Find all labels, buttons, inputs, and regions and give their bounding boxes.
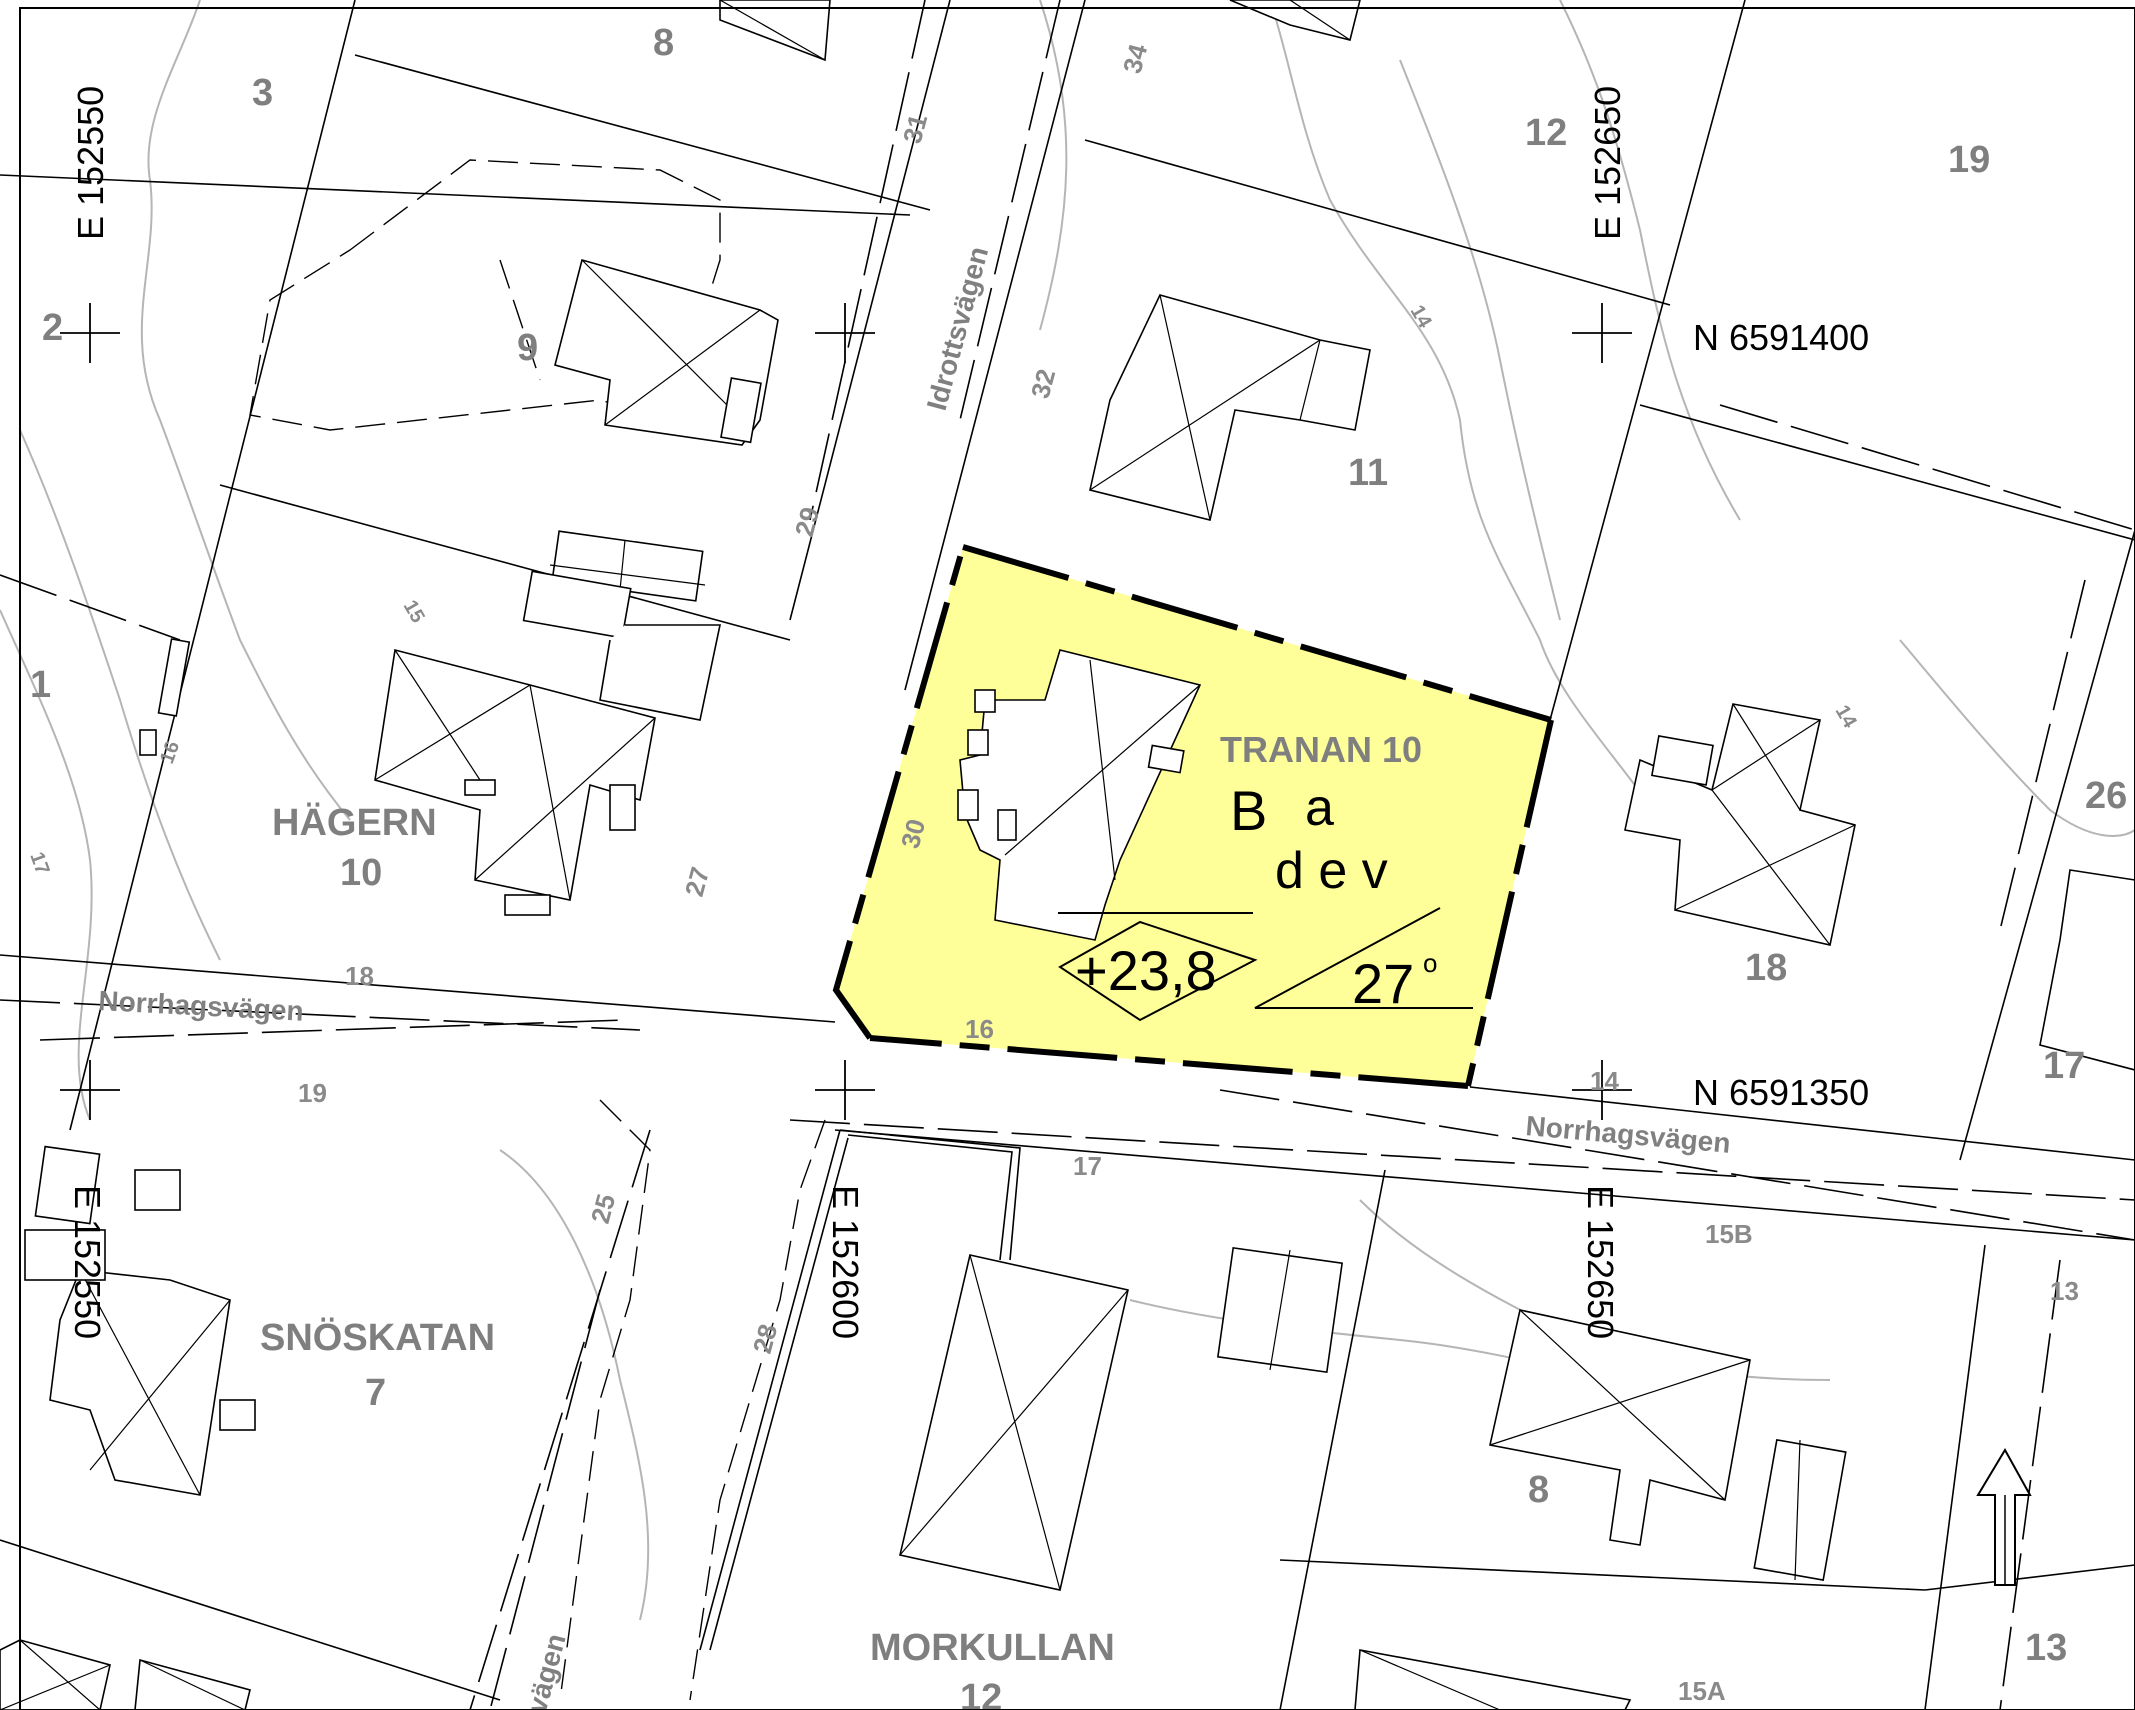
street-no-27: 27 xyxy=(679,864,715,900)
street-no-15a: 15A xyxy=(1678,1676,1726,1706)
block-tranan: TRANAN 10 xyxy=(1220,729,1422,770)
parcel-8-bottom: 8 xyxy=(1528,1469,1549,1511)
parcel-12: 12 xyxy=(1525,112,1567,154)
plan-height: +23,8 xyxy=(1075,939,1217,1002)
parcel-8-top: 8 xyxy=(653,22,674,64)
building-8-bottom xyxy=(1489,1309,1847,1582)
building-9 xyxy=(554,259,779,446)
building-snoskatan xyxy=(24,1145,256,1496)
plan-degree-sign: o xyxy=(1423,948,1437,978)
parcel-18: 18 xyxy=(1745,947,1787,989)
block-snoskatan: SNÖSKATAN xyxy=(260,1316,495,1359)
street-no-18: 18 xyxy=(345,961,374,991)
parcel-3: 3 xyxy=(252,72,273,114)
plan-use-a: a xyxy=(1305,779,1334,837)
parcel-2: 2 xyxy=(42,307,63,349)
street-no-32: 32 xyxy=(1025,366,1061,402)
coord-n-6591350: N 6591350 xyxy=(1693,1072,1869,1113)
coord-e-152650-bottom: E 152650 xyxy=(1580,1185,1621,1339)
parcel-13: 13 xyxy=(2025,1627,2067,1669)
coord-e-152550-bottom: E 152550 xyxy=(67,1185,108,1339)
building-11 xyxy=(1089,294,1371,521)
coord-e-152550-top: E 152550 xyxy=(70,86,111,240)
contour-14b: 14 xyxy=(1831,702,1862,733)
street-no-28: 28 xyxy=(747,1321,783,1357)
contour-16: 16 xyxy=(156,738,184,766)
contour-17: 17 xyxy=(25,849,53,877)
road-edges xyxy=(699,1129,1021,1651)
building-bottom-middle xyxy=(1354,1649,1632,1710)
road-norrhagsvagen-west: Norrhagsvägen xyxy=(98,985,305,1027)
parcel-26: 26 xyxy=(2085,775,2127,817)
street-no-29: 29 xyxy=(789,504,825,540)
roof-angle-symbol xyxy=(1254,907,1473,1009)
coord-e-152650-top: E 152650 xyxy=(1587,86,1628,240)
small-structures xyxy=(134,638,191,1211)
parcel-11: 11 xyxy=(1348,452,1388,494)
street-no-25: 25 xyxy=(585,1191,621,1227)
labels: E 152550 E 152650 E 152600 E 152650 E 15… xyxy=(25,22,2127,1710)
contour-15: 15 xyxy=(399,597,429,627)
street-no-17: 17 xyxy=(1073,1151,1102,1181)
grid-crosses xyxy=(60,303,1632,1120)
contour-14a: 14 xyxy=(1406,302,1437,333)
road-norrhagsvagen-east: Norrhagsvägen xyxy=(1524,1110,1731,1159)
block-snoskatan-no: 7 xyxy=(365,1372,386,1414)
building-tranan xyxy=(957,649,1253,941)
block-morkullan: MORKULLAN xyxy=(870,1627,1115,1669)
map-frame xyxy=(19,7,2135,1710)
building-hagern xyxy=(374,530,721,916)
height-diamond xyxy=(1058,920,1258,1022)
street-no-34: 34 xyxy=(1117,40,1154,76)
block-morkullan-no: 12 xyxy=(960,1677,1002,1710)
building-18 xyxy=(1624,703,1856,946)
building-top-fragments xyxy=(719,0,1361,62)
parcel-17: 17 xyxy=(2043,1045,2085,1087)
coord-e-152600-bottom: E 152600 xyxy=(825,1185,866,1339)
block-hagern: HÄGERN xyxy=(272,801,437,844)
building-bottom-left xyxy=(0,1639,251,1710)
plan-use-dev: d e v xyxy=(1275,842,1388,900)
street-no-13: 13 xyxy=(2050,1276,2079,1306)
parcel-9: 9 xyxy=(517,327,538,369)
building-morkullan xyxy=(899,1246,1344,1591)
tranan-10-parcel[interactable] xyxy=(832,544,1554,1089)
street-no-19: 19 xyxy=(298,1078,327,1108)
parcel-1: 1 xyxy=(30,664,51,706)
plan-markings xyxy=(1058,907,1473,1022)
plan-use-b: B xyxy=(1230,779,1267,842)
coord-n-6591400: N 6591400 xyxy=(1693,317,1869,358)
plan-roof-angle: 27 xyxy=(1352,952,1414,1015)
block-hagern-no: 10 xyxy=(340,852,382,894)
street-no-16: 16 xyxy=(965,1014,994,1044)
street-no-31: 31 xyxy=(897,111,933,147)
north-arrow-icon xyxy=(1976,1448,2032,1586)
street-no-15b: 15B xyxy=(1705,1219,1753,1249)
building-26-fragment xyxy=(2039,869,2135,1071)
street-no-14: 14 xyxy=(1590,1066,1619,1096)
parcel-19: 19 xyxy=(1948,139,1990,181)
